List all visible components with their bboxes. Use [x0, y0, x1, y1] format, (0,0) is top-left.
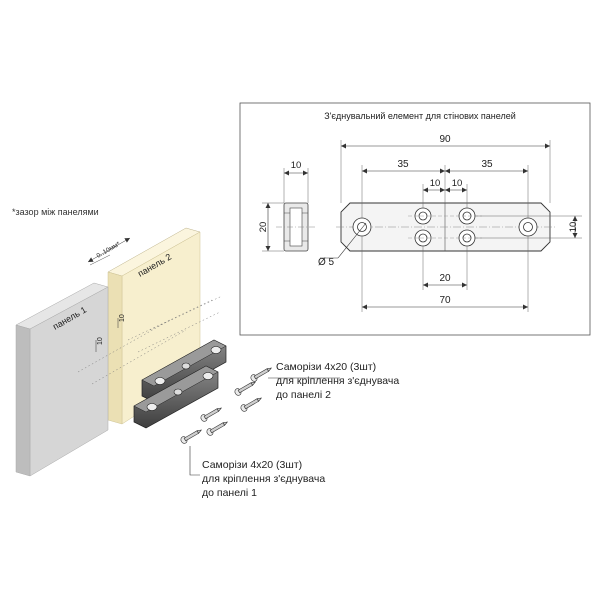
side-width-dim: 10 [291, 160, 302, 171]
callout2-line3: до панелі 2 [276, 389, 331, 401]
connector-back-half [141, 339, 227, 403]
side-view: 10 20 [258, 160, 316, 252]
connector-front-half [133, 365, 219, 429]
hole-span-dim: 70 [439, 295, 451, 306]
callout1-line2: для кріплення з'єднувача [202, 473, 326, 485]
assembly-illustration: панель 2 панель 1 0..10мм* 10 10 [15, 227, 340, 477]
screws-panel1 [180, 407, 229, 444]
callout2-line2: для кріплення з'єднувача [276, 375, 400, 387]
gap-label: 0..10мм* [96, 240, 122, 259]
callout2-line1: Саморізи 4х20 (3шт) [276, 361, 377, 373]
overall-length-dim: 90 [439, 134, 451, 145]
height-dim: 10 [568, 222, 579, 233]
side-dim-b: 10 [97, 337, 104, 345]
center-left-dim: 10 [430, 178, 441, 189]
callout1-line3: до панелі 1 [202, 487, 257, 499]
screws-panel2 [234, 367, 273, 412]
side-dim-a: 10 [119, 314, 126, 322]
leader-panel1 [189, 446, 200, 476]
front-view: 90 35 35 10 10 10 Ø 5 20 70 [318, 134, 582, 312]
half-left-dim: 35 [397, 159, 409, 170]
panel-1: панель 1 [15, 282, 109, 477]
drawing-title: З'єднувальний елемент для стінових панел… [324, 111, 516, 121]
gap-note: *зазор між панелями [12, 207, 99, 217]
half-right-dim: 35 [481, 159, 493, 170]
hole-pair-dim: 20 [439, 273, 451, 284]
callout-screws-panel1: Саморізи 4х20 (3шт) для кріплення з'єдну… [202, 458, 325, 500]
callout-screws-panel2: Саморізи 4х20 (3шт) для кріплення з'єдну… [276, 360, 399, 402]
side-height-dim: 20 [258, 222, 269, 233]
center-right-dim: 10 [452, 178, 463, 189]
hole-diameter-dim: Ø 5 [318, 257, 335, 268]
callout1-line1: Саморізи 4х20 (3шт) [202, 459, 303, 471]
